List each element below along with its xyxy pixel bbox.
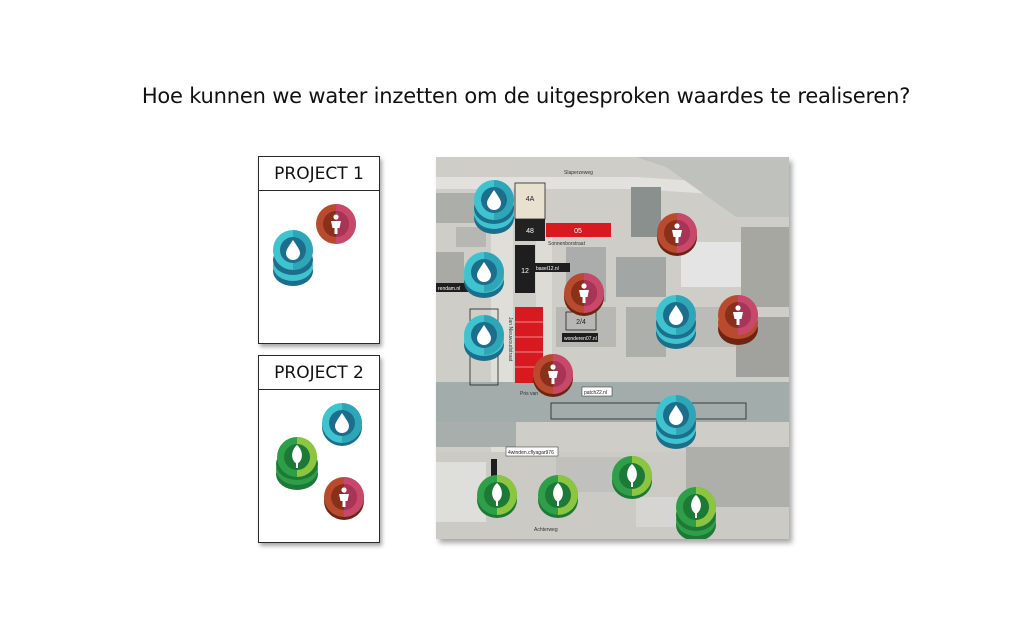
person-icon (564, 273, 604, 316)
tree-icon (676, 487, 716, 539)
project-card-1: PROJECT 1 (258, 156, 380, 344)
page-title: Hoe kunnen we water inzetten om de uitge… (141, 84, 911, 108)
project-card-2: PROJECT 2 (258, 355, 380, 543)
water-drop-icon (464, 252, 504, 298)
water-drop-icon (474, 180, 514, 234)
water-drop-icon (656, 295, 696, 349)
building-label: 2/4 (576, 319, 586, 326)
street-label: Pris van (520, 391, 538, 397)
tree-icon (276, 437, 318, 490)
person-icon (533, 354, 573, 397)
project-card-title: PROJECT 2 (259, 356, 379, 390)
building-label: 4A (526, 196, 535, 203)
callout-label: basel12.nl (536, 266, 559, 272)
water-drop-icon (656, 395, 696, 449)
person-icon (718, 295, 758, 345)
building-label: 12 (521, 268, 529, 275)
water-drop-icon (273, 230, 313, 286)
street-label: Slaperzeweg (564, 170, 593, 176)
street-label: Sonnenborstraat (548, 241, 586, 247)
tree-icon (612, 456, 652, 499)
building-label: 05 (574, 228, 582, 235)
project-card-title: PROJECT 1 (259, 157, 379, 191)
tree-icon (477, 475, 517, 518)
street-label: Jan Nieuwoudstraat (507, 317, 513, 362)
person-icon (657, 213, 697, 256)
callout-label: 4winden.cflyagar976 (508, 450, 554, 456)
callout-label: patch22.nl (584, 390, 607, 396)
water-drop-icon (322, 403, 362, 446)
aerial-map: 4A 48 05 12 2/4 Slaperzeweg Sonnenborstr… (436, 157, 789, 539)
person-icon (316, 204, 356, 244)
callout-label: rendam.nl (438, 286, 460, 292)
map-canvas: 4A 48 05 12 2/4 Slaperzeweg Sonnenborstr… (436, 157, 789, 539)
water-drop-icon (464, 315, 504, 361)
street-label: Achterweg (534, 527, 558, 533)
building-label: 48 (526, 228, 534, 235)
tree-icon (538, 475, 578, 518)
person-icon (324, 477, 364, 520)
callout-label: wonderen07.nl (564, 336, 597, 342)
